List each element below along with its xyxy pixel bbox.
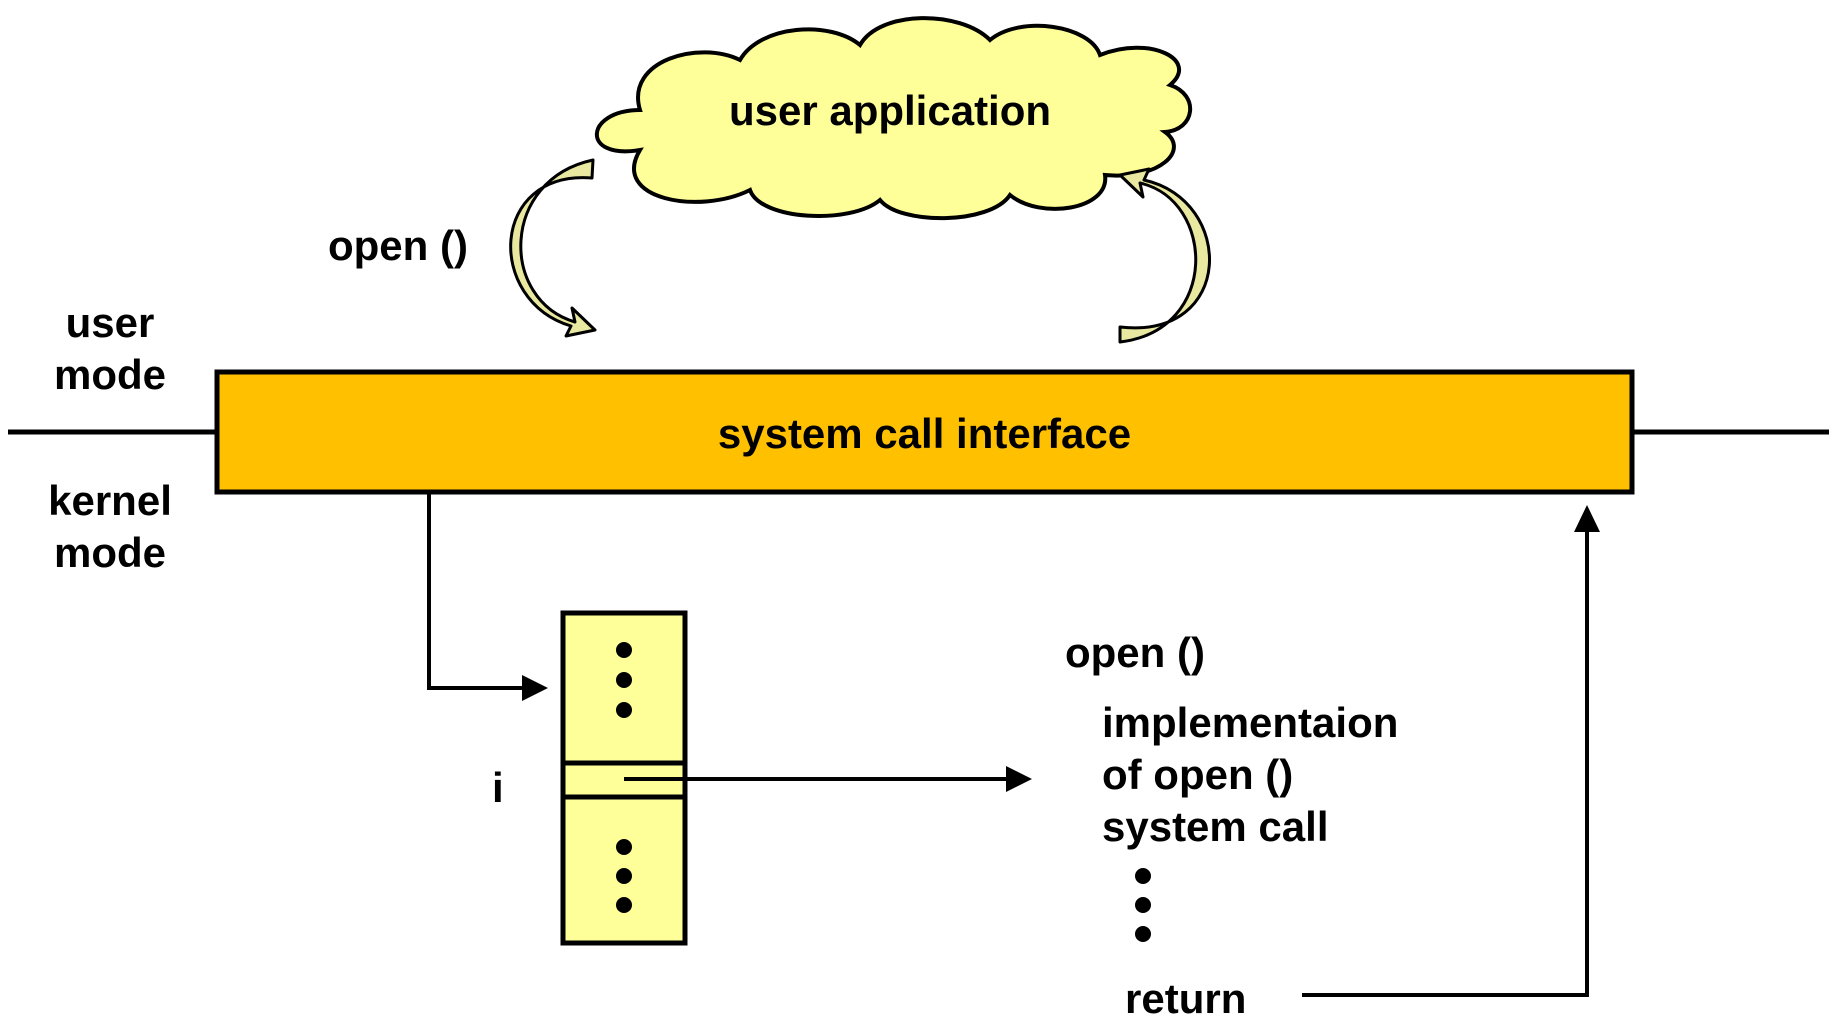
kernel-mode-label-line2: mode (53, 529, 166, 576)
ellipsis-dot-bottom-2 (616, 868, 632, 884)
return-label: return (1125, 975, 1247, 1022)
system-call-interface-bar (214, 369, 1635, 495)
impl-ellipsis-dot-3 (1135, 926, 1151, 942)
return-connector (1302, 525, 1589, 997)
kernel-mode-label-line1: kernel (48, 477, 172, 524)
user-application-cloud (594, 16, 1192, 221)
call-curved-arrow (509, 158, 597, 338)
implementation-line-3: system call (1102, 803, 1329, 850)
cloud-label: user application (728, 87, 1052, 134)
impl-ellipsis-dot-1 (1135, 868, 1151, 884)
return-arrowhead (1574, 505, 1600, 532)
ellipsis-dot-bottom-3 (616, 897, 632, 913)
implementation-line-1: implementaion (1102, 699, 1399, 746)
ellipsis-dot-top-1 (616, 642, 632, 658)
user-mode-label-line2: mode (53, 351, 166, 398)
dispatch-connector (427, 492, 528, 690)
table-index-label: i (492, 764, 504, 811)
impl-ellipsis-dot-2 (1135, 897, 1151, 913)
return-curved-arrow (1118, 167, 1212, 344)
implementation-heading: open () (1065, 629, 1205, 676)
entry-to-implementation-arrowhead (1006, 766, 1032, 792)
user-mode-label-line1: user (65, 299, 155, 346)
dispatch-arrowhead (522, 675, 548, 701)
ellipsis-dot-top-2 (616, 672, 632, 688)
ellipsis-dot-bottom-1 (616, 839, 632, 855)
open-call-label: open () (328, 222, 468, 269)
interface-label: system call interface (717, 410, 1132, 457)
implementation-line-2: of open () (1102, 751, 1294, 798)
ellipsis-dot-top-3 (616, 702, 632, 718)
